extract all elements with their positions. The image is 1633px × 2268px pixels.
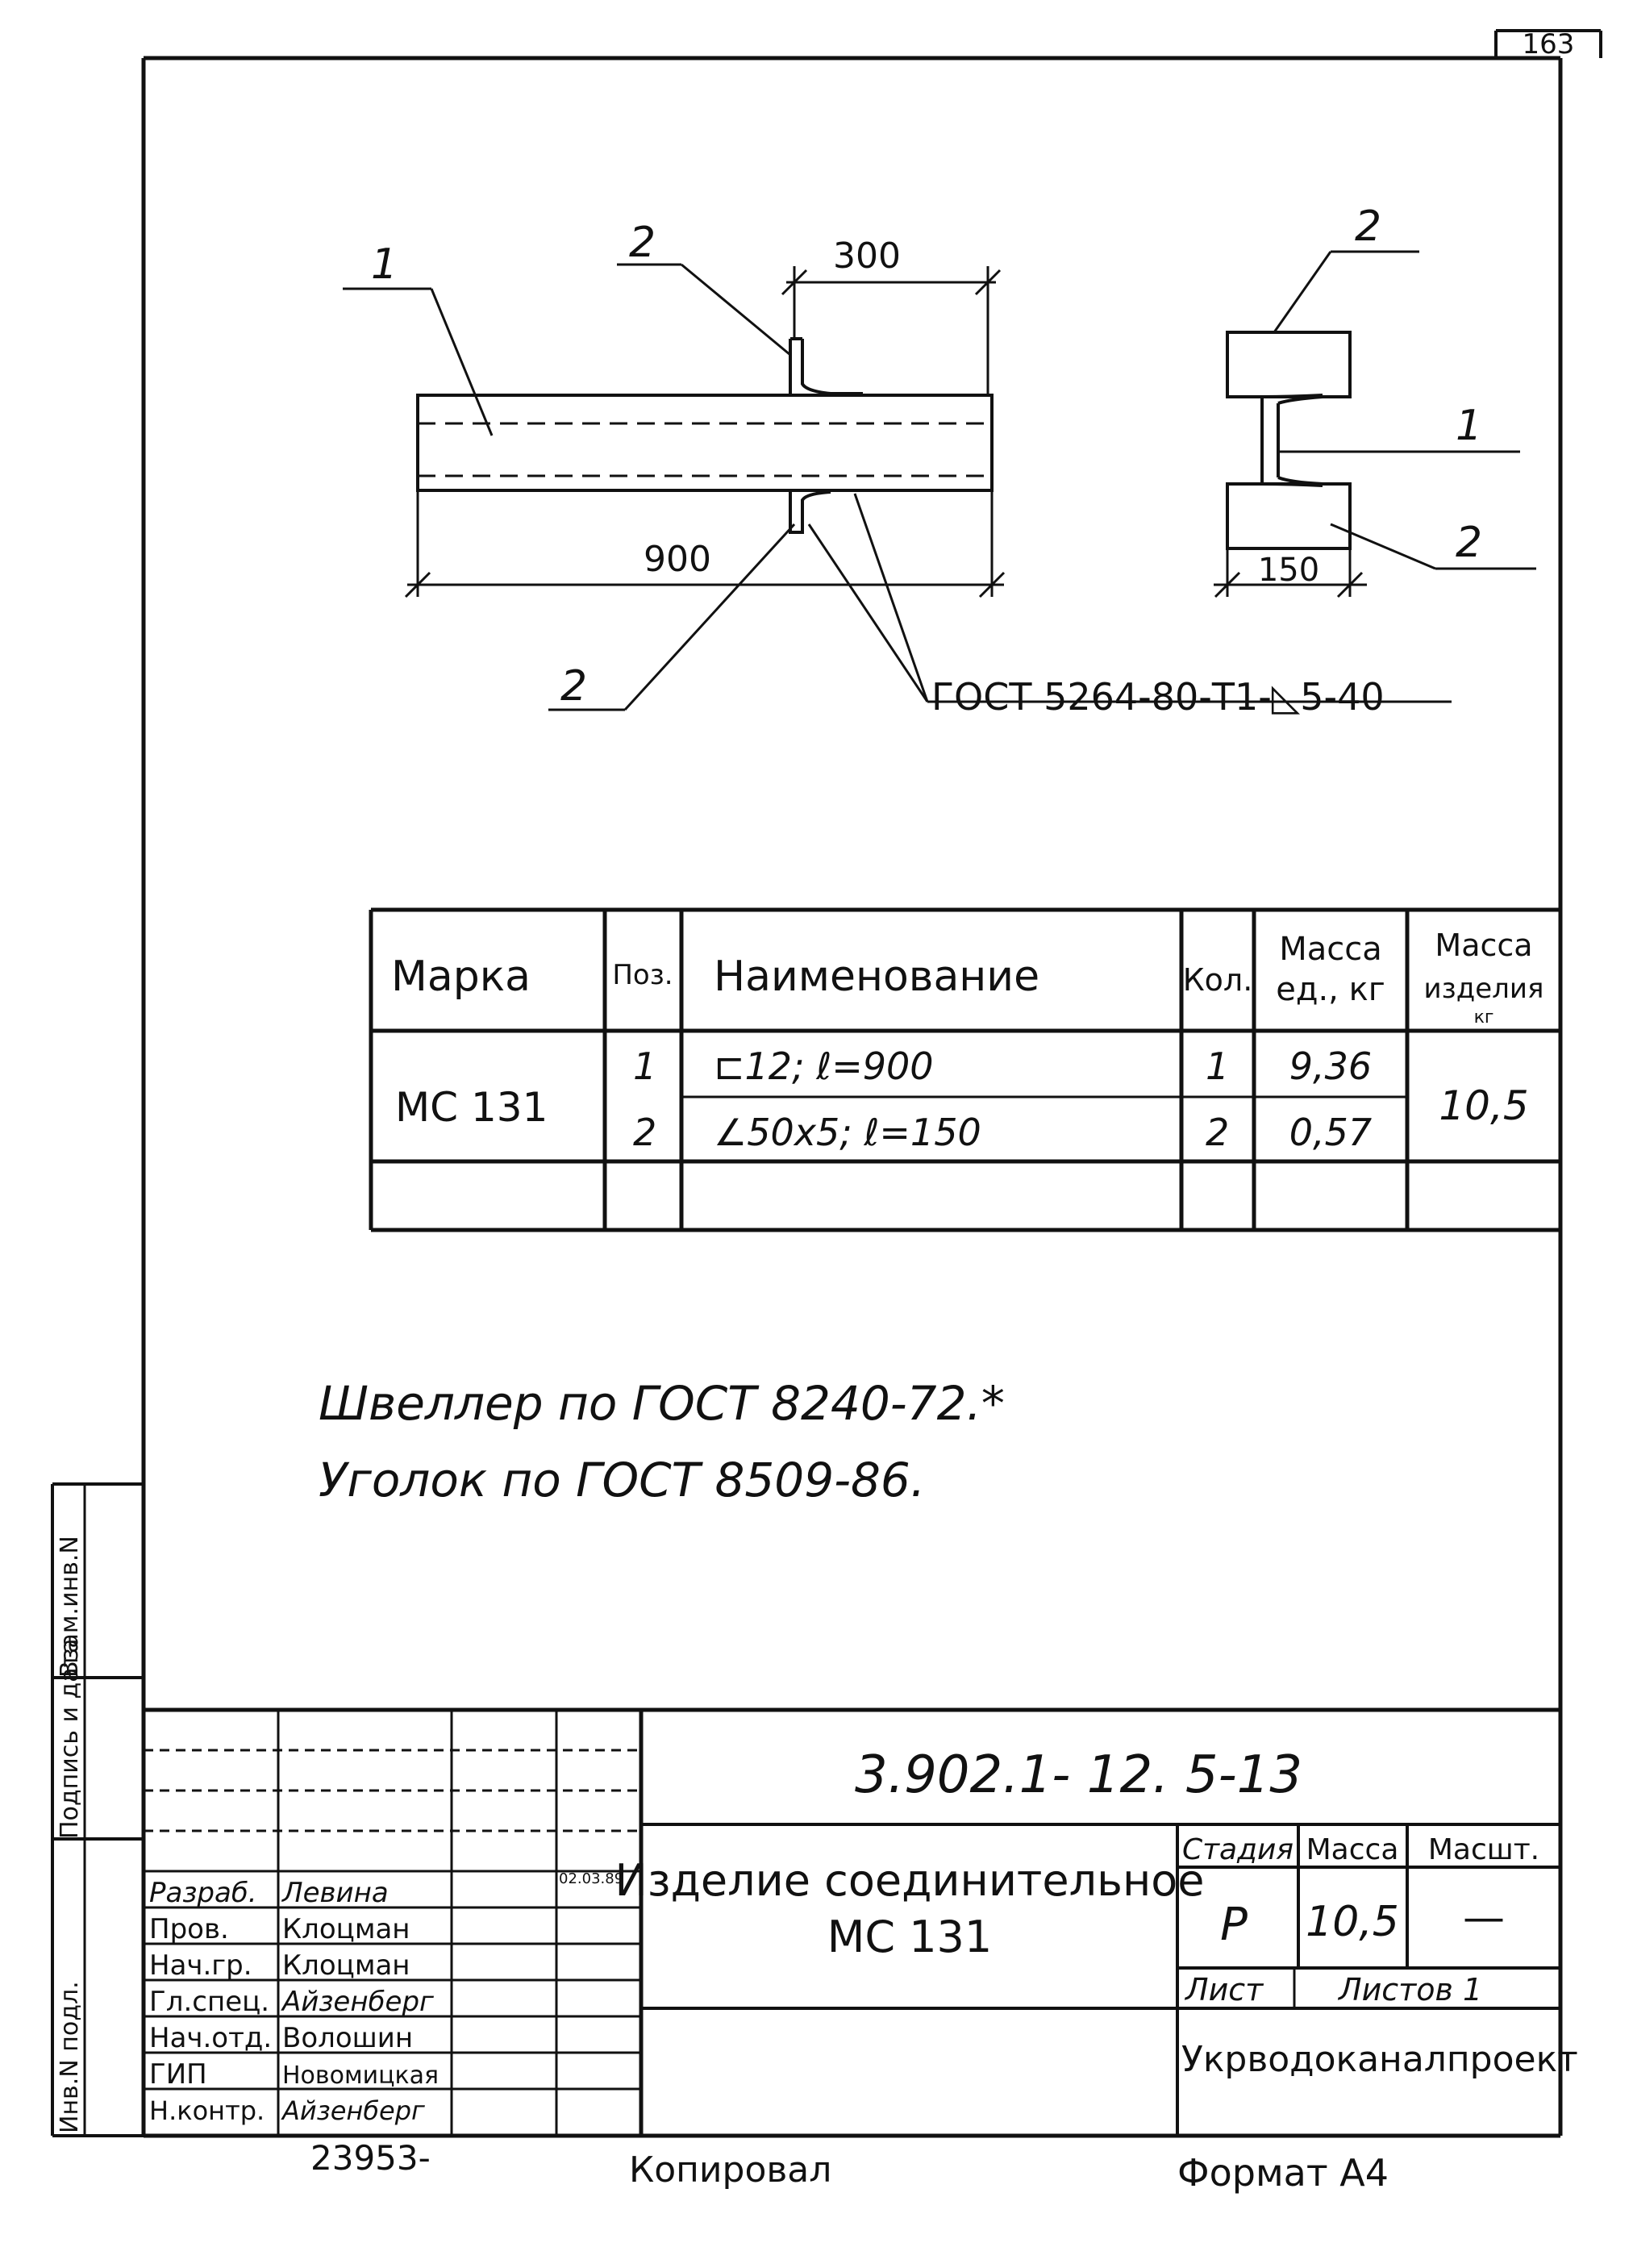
sheet-frame: 163	[141, 28, 1602, 2138]
inventory-number: 23953-	[310, 2138, 431, 2178]
format-label: Формат А4	[1177, 2151, 1389, 2195]
table-header-qty: Кол.	[1183, 962, 1253, 998]
pos-label-2-top: 2	[629, 219, 656, 267]
weld-standard-callout: ГОСТ 5264-80-Т1-◺5-40	[931, 675, 1385, 719]
beam-side-view	[343, 263, 1452, 711]
table-row1-name: ⊏12; ℓ=900	[714, 1044, 934, 1088]
stage-value: Р	[1220, 1899, 1248, 1951]
dimension-900: 900	[644, 539, 711, 580]
sign-name-3: Клоцман	[282, 1949, 410, 1982]
sheet-label: Лист	[1184, 1972, 1264, 2007]
pos-label-1: 1	[371, 240, 398, 289]
dimension-150: 150	[1258, 552, 1319, 589]
beam-section-view	[1214, 250, 1536, 598]
specification-table	[369, 907, 1560, 1232]
table-row1-pos: 1	[633, 1044, 656, 1088]
dimension-300: 300	[833, 236, 901, 277]
table-cell-mark: МС 131	[395, 1084, 548, 1131]
table-cell-item-mass: 10,5	[1439, 1082, 1528, 1129]
table-header-item-mass-line1: Масса	[1435, 928, 1532, 963]
binding-strip: Взам.инв.N Подпись и дата Инв.N подл.	[51, 1482, 144, 2137]
table-header-item-mass-unit: кг	[1474, 1007, 1494, 1028]
sign-name-4: Айзенберг	[281, 1986, 435, 2018]
sign-name-1: Левина	[281, 1877, 389, 1909]
section-pos-label-1: 1	[1456, 402, 1482, 450]
header-stage: Стадия	[1182, 1833, 1293, 1866]
table-row1-qty: 1	[1206, 1044, 1229, 1088]
sign-role-5: Нач.отд.	[149, 2022, 272, 2054]
table-header-unit-mass-line2: ед., кг	[1276, 971, 1385, 1008]
sign-name-6: Новомицкая	[282, 2062, 439, 2090]
sign-name-2: Клоцман	[282, 1913, 410, 1945]
table-row2-qty: 2	[1206, 1111, 1229, 1154]
organization-name: Укрводоканалпроект	[1181, 2039, 1578, 2080]
title-block	[144, 1707, 1560, 2136]
binding-label-1: Взам.инв.N	[56, 1536, 84, 1678]
sheet-number: 163	[1523, 28, 1575, 60]
sign-role-2: Пров.	[149, 1913, 229, 1945]
header-mass: Масса	[1306, 1833, 1399, 1866]
sign-name-7: Айзенберг	[281, 2095, 425, 2126]
mass-value: 10,5	[1306, 1898, 1399, 1946]
table-header-name: Наименование	[714, 953, 1039, 1001]
sign-name-5: Волошин	[282, 2022, 413, 2054]
product-title-line1: Изделие соединительное	[614, 1855, 1204, 1906]
header-scale: Масшт.	[1428, 1833, 1539, 1866]
table-row2-pos: 2	[633, 1111, 656, 1154]
sign-role-6: ГИП	[149, 2058, 207, 2091]
scale-value: —	[1463, 1894, 1505, 1942]
section-pos-label-2-bottom: 2	[1456, 519, 1482, 567]
binding-label-3: Инв.N подл.	[56, 1981, 84, 2133]
table-header-unit-mass-line1: Масса	[1279, 931, 1382, 968]
table-row2-unit-mass: 0,57	[1289, 1111, 1372, 1154]
table-header-mark: Марка	[391, 953, 531, 1001]
binding-label-2: Подпись и дата	[56, 1639, 84, 1840]
document-code: 3.902.1- 12. 5-13	[855, 1745, 1302, 1805]
sign-role-7: Н.контр.	[149, 2095, 265, 2126]
section-pos-label-2-top: 2	[1355, 202, 1381, 251]
table-header-item-mass-line2: изделия	[1424, 973, 1544, 1005]
sign-role-4: Гл.спец.	[149, 1986, 269, 2018]
sign-role-1: Разраб.	[149, 1877, 257, 1909]
copied-by-label: Копировал	[629, 2149, 831, 2191]
note-angle: Уголок по ГОСТ 8509-86.	[319, 1453, 925, 1507]
note-channel: Швеллер по ГОСТ 8240-72.*	[319, 1376, 1005, 1431]
table-row2-name: ∠50x5; ℓ=150	[714, 1111, 981, 1154]
pos-label-2-bottom: 2	[560, 662, 587, 711]
sheets-label: Листов 1	[1337, 1972, 1482, 2007]
product-title-line2: МС 131	[827, 1912, 993, 1962]
table-header-pos: Поз.	[612, 959, 673, 991]
sign-role-3: Нач.гр.	[149, 1949, 252, 1982]
table-row1-unit-mass: 9,36	[1289, 1044, 1372, 1088]
sign-date: 02.03.89	[559, 1870, 623, 1887]
